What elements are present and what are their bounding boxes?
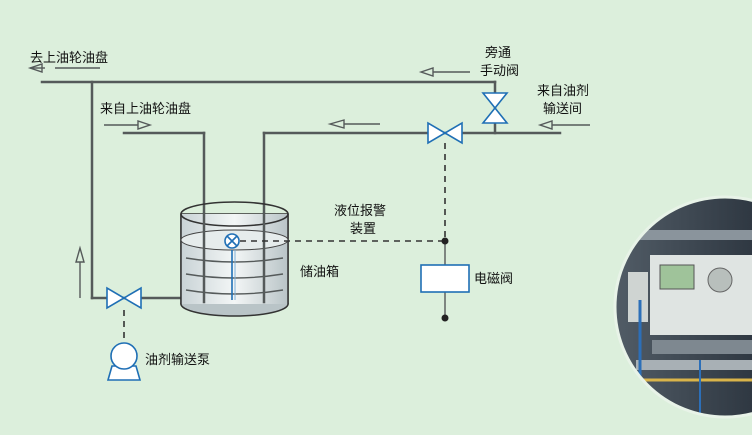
label-pump: 油剂输送泵	[145, 352, 210, 368]
flow-arrow-bypass	[418, 67, 470, 77]
bypass-valve	[481, 92, 509, 124]
flow-arrow-riser	[75, 245, 85, 298]
label-level-alarm-line1: 液位报警	[334, 203, 386, 219]
signal-lines	[123, 143, 449, 340]
label-from-room-line1: 来自油剂	[537, 84, 589, 99]
pump-outlet-valve	[106, 286, 142, 310]
flow-arrow-to-tray	[27, 63, 100, 73]
label-bypass-line1: 旁通	[485, 45, 511, 61]
flow-arrow-supply	[327, 119, 380, 129]
label-to-upper-tray: 去上油轮油盘	[30, 50, 108, 66]
storage-tank	[180, 201, 289, 317]
label-tank: 储油箱	[300, 264, 339, 280]
flow-arrow-from-tray	[104, 120, 153, 130]
photo-frame	[613, 195, 752, 419]
label-bypass-line2: 手动阀	[480, 64, 519, 79]
flow-arrow-from-room	[537, 120, 590, 130]
label-from-room-line2: 输送间	[543, 101, 582, 117]
label-from-upper-tray: 来自上油轮油盘	[100, 101, 191, 117]
control-cabinet-photo	[615, 197, 752, 417]
label-solenoid-valve: 电磁阀	[474, 272, 513, 287]
label-level-alarm-line2: 装置	[350, 222, 376, 237]
solenoid-valve-box	[420, 264, 470, 293]
flow-arrows	[27, 63, 590, 298]
supply-valve	[427, 121, 463, 145]
pump-icon	[106, 342, 142, 381]
level-sensor	[224, 233, 240, 300]
